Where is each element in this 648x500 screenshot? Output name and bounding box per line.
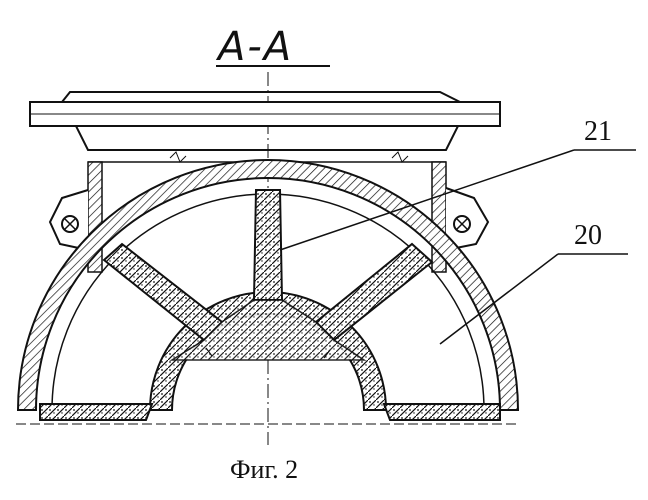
section-title: А-А	[215, 24, 293, 70]
callout-21-label: 21	[584, 116, 612, 147]
figure-caption: Фиг. 2	[230, 455, 298, 484]
section-title-group: А-А	[215, 24, 330, 70]
callout-20-label: 20	[574, 220, 602, 251]
top-flange	[30, 92, 500, 126]
left-lug	[50, 190, 88, 250]
